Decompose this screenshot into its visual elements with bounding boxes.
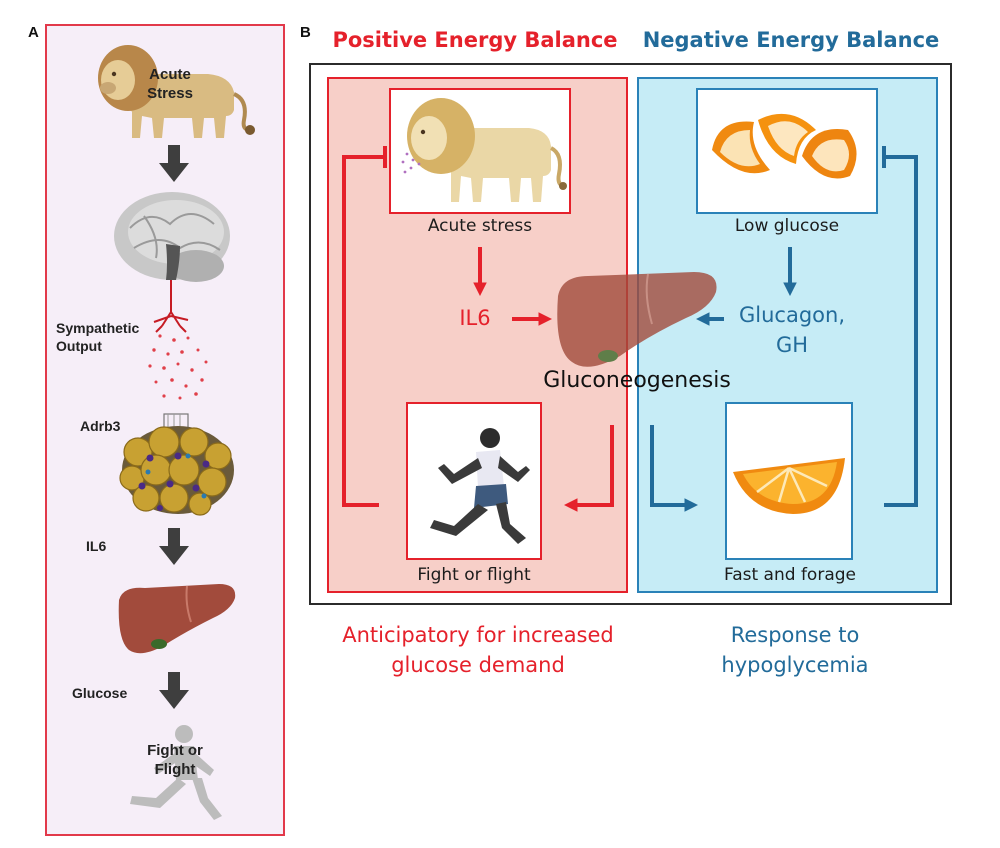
lion-illustration — [98, 45, 255, 138]
label-gluconeogenesis: Gluconeogenesis — [543, 368, 731, 393]
label-fight-or-flight: Fight or flight — [417, 565, 531, 585]
lion-illustration — [401, 98, 567, 202]
liver-illustration — [557, 272, 717, 367]
label-acute-stress: Acute stress — [427, 216, 533, 236]
label-acute-stress-a: Acute Stress — [147, 66, 193, 102]
caption-response-hypoglycemia: Response to hypoglycemia — [721, 623, 869, 678]
label-sympathetic-output: Sympathetic Output — [56, 320, 140, 354]
panel-b-letter: B — [300, 24, 311, 41]
brain-illustration — [114, 192, 230, 333]
label-fight-or-flight-a: Fight or Flight — [147, 742, 203, 778]
down-arrow-icon — [159, 672, 189, 709]
down-arrow-icon — [159, 145, 189, 182]
arrow-liver-to-forage — [650, 425, 699, 512]
orange-slice-illustration — [733, 458, 845, 514]
label-glucose: Glucose — [72, 685, 128, 701]
arrow-liver-to-fight — [563, 425, 614, 512]
liver-illustration — [118, 584, 236, 654]
label-adrb3: Adrb3 — [80, 418, 121, 434]
label-low-glucose: Low glucose — [734, 216, 840, 236]
diagram-frame — [309, 63, 952, 605]
label-fast-and-forage: Fast and forage — [724, 565, 856, 585]
runner-illustration — [430, 428, 530, 544]
label-glucagon-gh: Glucagon, GH — [739, 303, 845, 358]
runner-illustration — [130, 725, 222, 820]
title-negative-energy-balance: Negative Energy Balance — [642, 28, 940, 52]
down-arrow-icon — [159, 528, 189, 565]
sympathetic-dots — [148, 334, 208, 400]
low-glucose-image-box — [696, 88, 878, 214]
caption-anticipatory: Anticipatory for increased glucose deman… — [342, 623, 614, 678]
adipocyte-cluster-illustration — [119, 413, 234, 516]
title-positive-energy-balance: Positive Energy Balance — [332, 28, 618, 52]
acute-stress-image-box — [389, 88, 571, 214]
label-il6-a: IL6 — [86, 538, 107, 554]
feedback-inhibition-blue — [884, 155, 918, 507]
orange-peel-illustration — [712, 113, 857, 179]
panel-a-letter: A — [28, 24, 39, 41]
fight-or-flight-image-box — [406, 402, 542, 560]
feedback-inhibition-red — [342, 155, 385, 507]
label-il6: IL6 — [459, 306, 491, 330]
fast-and-forage-image-box — [725, 402, 853, 560]
